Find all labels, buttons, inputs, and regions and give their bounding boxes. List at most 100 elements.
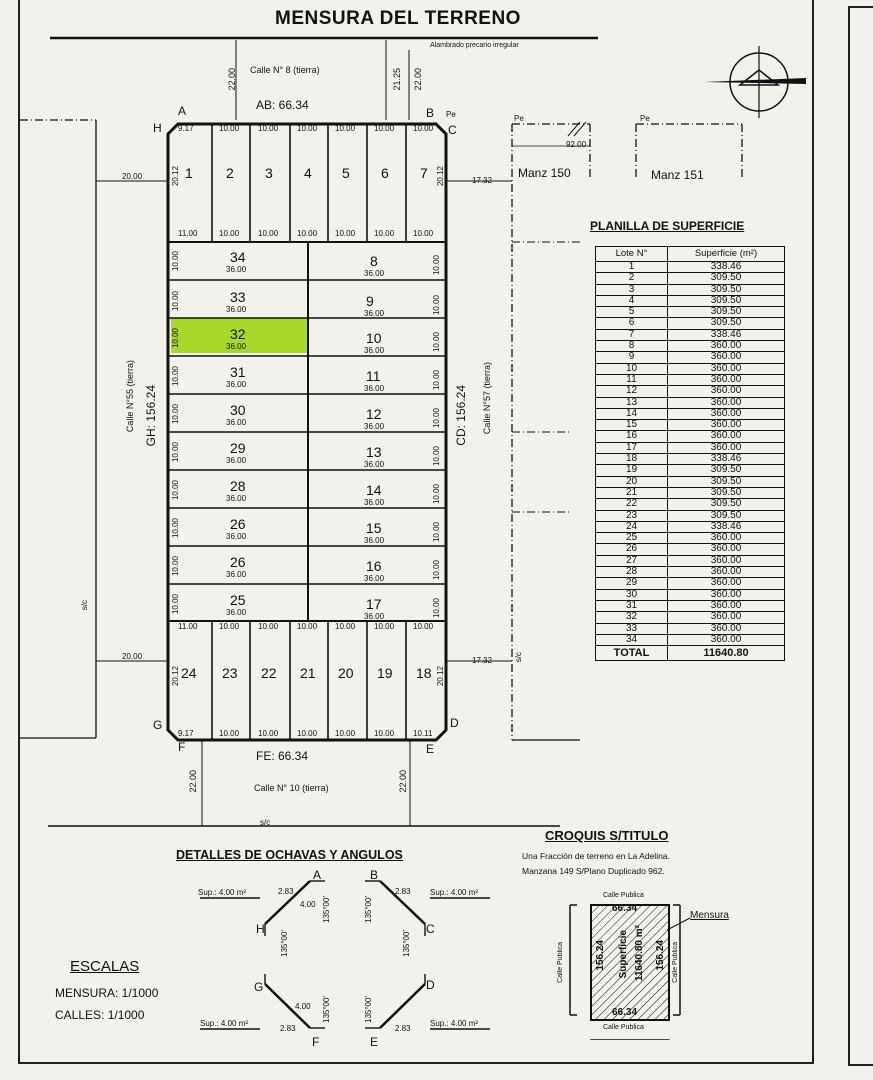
table-cell-lote: 10 bbox=[595, 362, 668, 375]
len-283-bl: 2.83 bbox=[280, 1024, 296, 1033]
corner-c: C bbox=[448, 123, 457, 137]
dim-36-left: 36.00 bbox=[226, 265, 247, 274]
detail-corner-c: C bbox=[426, 922, 435, 936]
dim-top-front: 10.00 bbox=[258, 124, 279, 133]
table-cell-lote: 27 bbox=[595, 554, 668, 568]
dim-bottom-back: 10.00 bbox=[374, 622, 395, 631]
lot-number-right: 10 bbox=[366, 330, 382, 346]
dim-10-left: 10.00 bbox=[171, 366, 180, 387]
table-cell-lote: 4 bbox=[595, 294, 668, 308]
detail-corner-d: D bbox=[426, 978, 435, 992]
dim-36-right: 36.00 bbox=[364, 536, 385, 545]
lot-number-bottom: 19 bbox=[377, 665, 393, 681]
croquis-title: CROQUIS S/TITULO bbox=[545, 828, 669, 843]
lot-number-top: 7 bbox=[420, 165, 428, 181]
croquis-calle-top: Calle Publica bbox=[603, 892, 644, 899]
dim-10-left: 10.00 bbox=[171, 518, 180, 539]
lot-number-bottom: 18 bbox=[416, 665, 432, 681]
table-cell-superficie: 338.46 bbox=[667, 328, 785, 342]
lot-number-left: 33 bbox=[230, 289, 246, 305]
dim-36-left: 36.00 bbox=[226, 456, 247, 465]
dim-top-front: 10.00 bbox=[219, 124, 240, 133]
dim-bottom-front: 10.11 bbox=[413, 729, 433, 738]
ochavas-diagram bbox=[200, 880, 490, 1030]
table-cell-lote: 6 bbox=[595, 317, 668, 330]
table-cell-lote: 30 bbox=[595, 588, 668, 601]
side-gh-label: GH: 156.24 bbox=[144, 385, 158, 447]
dim-top-front: 9.17 bbox=[178, 124, 194, 133]
dim-top-back: 10.00 bbox=[258, 229, 279, 238]
lot-number-left: 28 bbox=[230, 478, 246, 494]
corner-f: F bbox=[178, 740, 186, 754]
table-cell-superficie: 338.46 bbox=[667, 260, 785, 274]
dim-2012: 20.12 bbox=[171, 166, 180, 187]
adjacent-sheet-edge bbox=[848, 6, 873, 1066]
dim-bottom-back: 10.00 bbox=[297, 622, 318, 631]
table-cell-superficie: 360.00 bbox=[667, 419, 785, 432]
side-ab-label: AB: 66.34 bbox=[256, 98, 309, 112]
table-cell-superficie: 338.46 bbox=[667, 453, 785, 466]
table-cell-superficie: 309.50 bbox=[667, 317, 785, 330]
dim-top-back: 10.00 bbox=[413, 229, 434, 238]
len-400-tl: 4.00 bbox=[300, 900, 316, 909]
sc-south: s/c bbox=[260, 818, 271, 827]
dim-south-street-left: 22.00 bbox=[188, 770, 198, 793]
dim-bottom-back: 11.00 bbox=[178, 622, 198, 631]
table-cell-superficie: 360.00 bbox=[667, 430, 785, 443]
escala-calles: CALLES: 1/1000 bbox=[55, 1008, 145, 1022]
dim-north-street-left: 22.00 bbox=[227, 68, 237, 91]
lot-number-left: 31 bbox=[230, 364, 246, 380]
table-cell-superficie: 360.00 bbox=[667, 566, 785, 579]
lot-number-bottom: 24 bbox=[181, 665, 197, 681]
lot-number-left: 29 bbox=[230, 440, 246, 456]
table-cell-lote: 14 bbox=[595, 407, 668, 421]
dim-36-left: 36.00 bbox=[226, 494, 247, 503]
side-cd-label: CD: 156.24 bbox=[454, 385, 468, 446]
dim-bottom-front: 10.00 bbox=[374, 729, 395, 738]
dim-top-front: 10.00 bbox=[297, 124, 318, 133]
table-cell-lote: 18 bbox=[595, 453, 668, 466]
dim-10-right: 10.00 bbox=[432, 446, 441, 467]
table-title: PLANILLA DE SUPERFICIE bbox=[590, 219, 745, 233]
table-cell-lote: 12 bbox=[595, 385, 668, 398]
lot-number-top: 1 bbox=[185, 165, 193, 181]
dim-top-back: 10.00 bbox=[335, 229, 356, 238]
dim-10-right: 10.00 bbox=[432, 598, 441, 619]
table-cell-superficie: 309.50 bbox=[667, 475, 785, 488]
table-cell-lote: 24 bbox=[595, 520, 668, 534]
dim-10-right: 10.00 bbox=[432, 484, 441, 505]
sc-west: s/c bbox=[80, 600, 89, 611]
table-cell-superficie: 360.00 bbox=[667, 407, 785, 421]
table-cell-lote: 5 bbox=[595, 306, 668, 319]
dim-10-left: 10.00 bbox=[171, 594, 180, 615]
corner-h: H bbox=[153, 121, 162, 135]
dim-top-back: 10.00 bbox=[374, 229, 395, 238]
table-cell-superficie: 360.00 bbox=[667, 599, 785, 613]
table-cell-lote: 21 bbox=[595, 486, 668, 500]
dim-west-top: 20.00 bbox=[122, 172, 143, 181]
table-cell-superficie: 309.50 bbox=[667, 486, 785, 500]
dim-north-street-mid: 21.25 bbox=[392, 68, 402, 91]
dim-east-bottom: 17.32 bbox=[472, 656, 493, 665]
side-fe-label: FE: 66.34 bbox=[256, 749, 309, 763]
dim-north-street-right: 22.00 bbox=[413, 68, 423, 91]
table-cell-lote: 9 bbox=[595, 351, 668, 364]
table-cell-lote: 28 bbox=[595, 566, 668, 579]
dim-10-left: 10.00 bbox=[171, 291, 180, 312]
drawing-sheet bbox=[18, 0, 814, 1064]
dim-10-left: 10.00 bbox=[171, 328, 180, 349]
dim-bottom-front: 10.00 bbox=[297, 729, 318, 738]
dim-10-right: 10.00 bbox=[432, 408, 441, 429]
lot-number-right: 14 bbox=[366, 482, 382, 498]
dim-2012: 20.12 bbox=[436, 666, 445, 687]
